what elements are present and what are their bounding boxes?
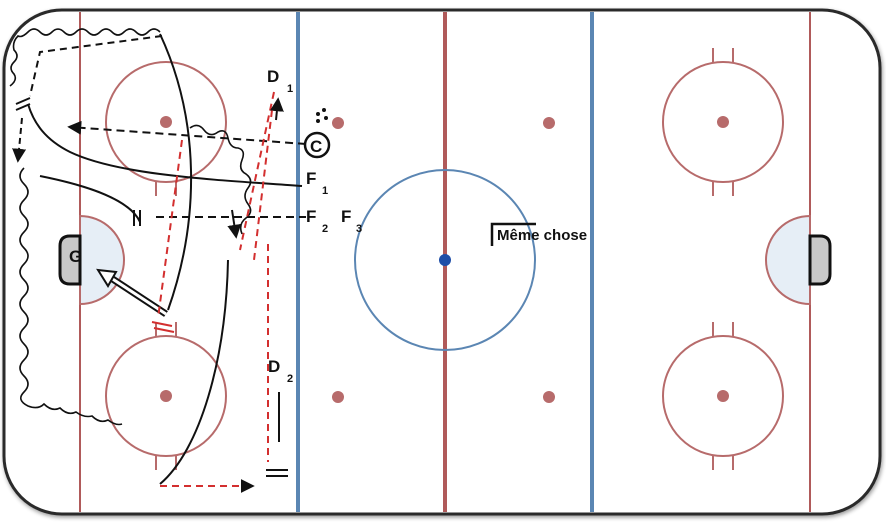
center-circle [354,169,536,351]
d1-sub-label: 1 [287,83,293,95]
note-marker [490,222,536,246]
d1-label: D [267,67,279,86]
d2-sub-label: 2 [287,373,293,385]
puck-dots [316,108,328,123]
f2-skate-path [39,175,141,223]
d2-label: D [268,357,280,376]
same-drill-note: Même chose [497,227,587,244]
neutral-dot-right-top [543,117,555,129]
crease-right [765,214,811,306]
stop-mark-d2 [266,469,288,477]
f2-label: F [306,207,316,226]
d1-red-path-2 [157,139,183,319]
faceoff-circle-left-bottom [105,322,227,470]
net-right [808,234,832,286]
f3-label: F [341,207,351,226]
f3-sub-label: 3 [356,223,362,235]
pass-path-top-boards [29,35,163,97]
d1-red-path-3 [253,109,273,261]
f1-sub-label: 1 [322,185,328,197]
d1-skate-path [159,33,193,311]
skate-path-wavy-top [9,28,161,87]
faceoff-circle-right-top [662,48,784,196]
d1-red-path [239,91,275,251]
coach-label: C [310,137,322,156]
stop-mark-d-mid [151,321,175,333]
neutral-dot-left-bottom [332,391,344,403]
center-faceoff-dot [439,254,451,266]
net-left [58,234,82,286]
stop-mark-f2 [133,210,141,226]
d1-up-arrow [269,97,284,121]
neutral-dot-right-bottom [543,391,555,403]
d2-skate-path [159,259,229,485]
arrow-down-mid [227,209,242,239]
shot-arrow [96,268,168,317]
faceoff-circle-right-bottom [662,322,784,470]
pass-arrow-left-down [12,117,27,163]
f1-label: F [306,169,316,188]
neutral-dot-left-top [332,117,344,129]
goalie-label: G [69,247,82,266]
puck-carry-wavy [189,124,252,235]
f2-sub-label: 2 [322,223,328,235]
skate-path-wavy-left [19,167,123,426]
coach-circle [303,131,331,159]
f1-skate-path [27,103,303,187]
